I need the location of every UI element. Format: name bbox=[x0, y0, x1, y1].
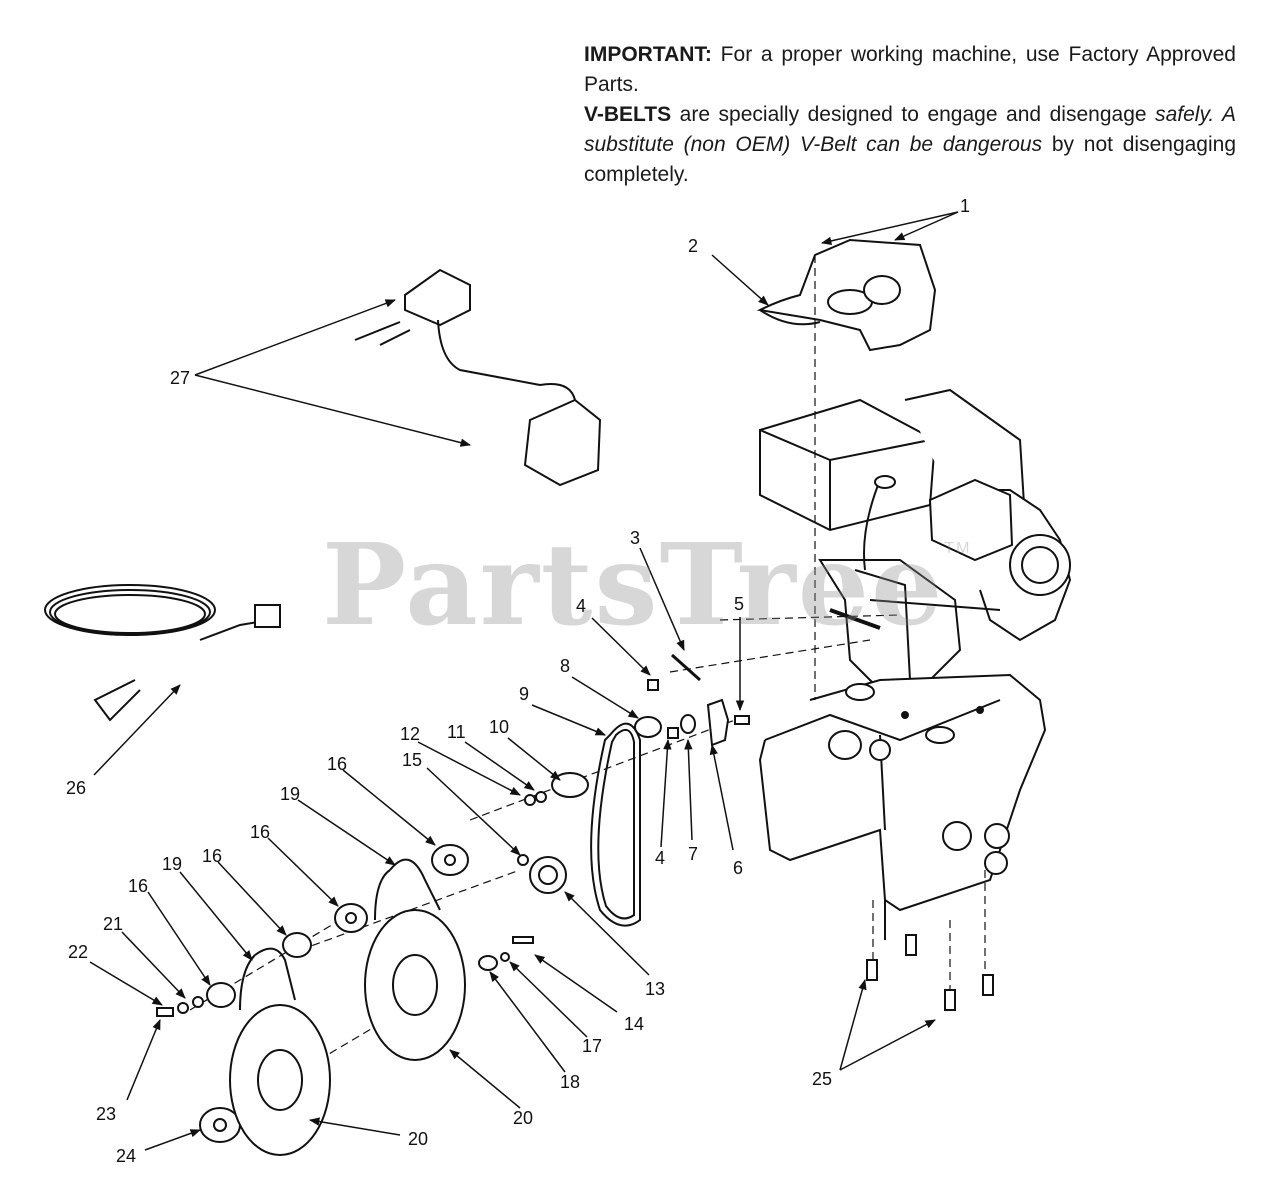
callout-6: 6 bbox=[733, 858, 743, 878]
callout-2: 2 bbox=[688, 236, 698, 256]
callout-13: 13 bbox=[645, 979, 665, 999]
callout-19: 19 bbox=[280, 784, 300, 804]
watermark-text: PartsTree bbox=[322, 520, 945, 651]
callout-15: 15 bbox=[402, 750, 422, 770]
callout-12: 12 bbox=[400, 724, 420, 744]
callout-18: 18 bbox=[560, 1072, 580, 1092]
callout-16: 16 bbox=[202, 846, 222, 866]
bolt-25-group bbox=[866, 934, 994, 1011]
callout-labels: 1 2 3 4 4 5 6 7 8 9 10 11 12 13 14 15 16… bbox=[66, 196, 970, 1166]
vbelts-text-italic: safely. A substitute (non OEM) V-Belt ca… bbox=[584, 103, 1236, 156]
callout-21: 21 bbox=[103, 914, 123, 934]
callout-14: 14 bbox=[624, 1014, 644, 1034]
callout-4: 4 bbox=[576, 596, 586, 616]
important-text: For a proper working machine, use Factor… bbox=[584, 43, 1236, 96]
callout-8: 8 bbox=[560, 656, 570, 676]
callout-22: 22 bbox=[68, 942, 88, 962]
vbelts-text-2: by not disengaging completely. bbox=[584, 133, 1237, 186]
callout-16: 16 bbox=[128, 876, 148, 896]
electric-starter-assembly bbox=[44, 268, 602, 722]
vbelts-text-1: are specially designed to engage and dis… bbox=[671, 103, 1156, 126]
leader-lines bbox=[89, 211, 959, 1151]
callout-7: 7 bbox=[688, 844, 698, 864]
callout-17: 17 bbox=[582, 1036, 602, 1056]
callout-5: 5 bbox=[734, 594, 744, 614]
callout-4: 4 bbox=[655, 848, 665, 868]
partstree-watermark: PartsTreeTM bbox=[322, 520, 971, 651]
vbelts-label: V-BELTS bbox=[584, 103, 672, 126]
callout-16: 16 bbox=[327, 754, 347, 774]
vbelts-paragraph: V-BELTS are specially designed to engage… bbox=[584, 100, 1236, 190]
callout-10: 10 bbox=[489, 717, 509, 737]
engine-assembly bbox=[756, 238, 1072, 940]
callout-19: 19 bbox=[162, 854, 182, 874]
callout-23: 23 bbox=[96, 1104, 116, 1124]
callout-1: 1 bbox=[960, 196, 970, 216]
important-paragraph: IMPORTANT: For a proper working machine,… bbox=[584, 40, 1236, 100]
callout-3: 3 bbox=[630, 528, 640, 548]
belts-and-pulleys bbox=[229, 722, 641, 1156]
callout-24: 24 bbox=[116, 1146, 136, 1166]
callout-9: 9 bbox=[519, 684, 529, 704]
important-label: IMPORTANT: bbox=[584, 43, 712, 66]
callout-11: 11 bbox=[447, 722, 466, 742]
callout-20: 20 bbox=[513, 1108, 533, 1128]
callout-16: 16 bbox=[250, 822, 270, 842]
callout-26: 26 bbox=[66, 778, 86, 798]
important-notice: IMPORTANT: For a proper working machine,… bbox=[584, 40, 1236, 190]
callout-25: 25 bbox=[812, 1069, 832, 1089]
shaft-hardware bbox=[156, 653, 750, 1143]
callout-27: 27 bbox=[170, 368, 190, 388]
watermark-tm: TM bbox=[944, 540, 972, 557]
callout-20: 20 bbox=[408, 1129, 428, 1149]
